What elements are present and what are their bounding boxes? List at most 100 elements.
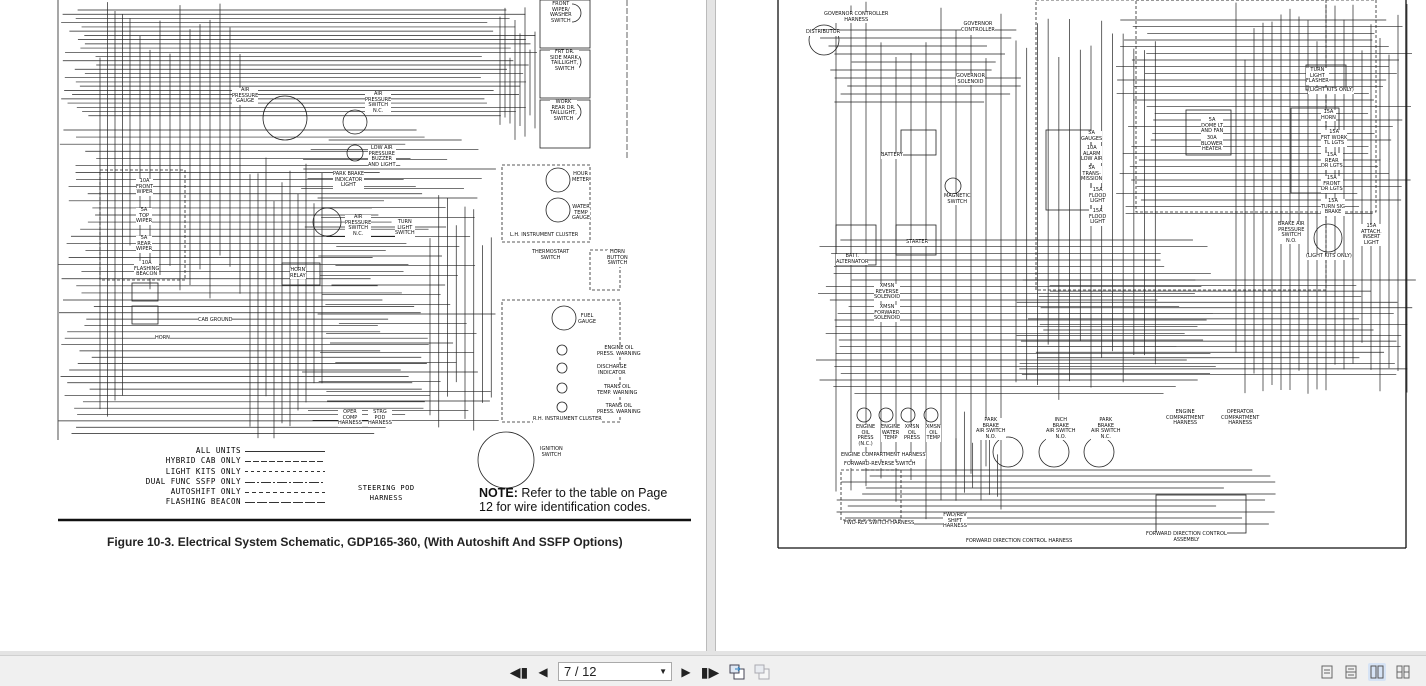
first-page-button[interactable]: ◀▮ <box>510 662 528 682</box>
component-label: LOW AIR PRESSURE BUZZER AND LIGHT <box>368 145 396 168</box>
component-label: GOVERNOR CONTROLLER HARNESS <box>824 11 889 23</box>
view-two-page-button[interactable] <box>1368 663 1386 681</box>
component-label: (LIGHT KITS ONLY) <box>1308 87 1354 94</box>
legend-item: DUAL FUNC SSFP ONLY <box>120 477 325 487</box>
component-label: PARK BRAKE AIR SWITCH N.O. <box>976 417 1006 440</box>
next-page-icon: ▶ <box>681 665 691 679</box>
component-label: FWD-REV SWITCH HARNESS <box>844 520 915 527</box>
component-label: ENGINE COMPARTMENT HARNESS <box>1166 409 1205 427</box>
component-label: 15A REAR DR LGTS <box>1321 152 1343 170</box>
page-number-value: 7 / 12 <box>564 664 597 679</box>
component-label: 10A FLASHING BEACON <box>134 260 160 278</box>
component-label: XMSN OIL TEMP <box>926 424 941 442</box>
component-label: 15A FLOOD LIGHT <box>1089 187 1107 205</box>
legend-label: FLASHING BEACON <box>165 497 241 507</box>
legend-item: FLASHING BEACON <box>120 497 325 507</box>
component-label: BRAKE AIR PRESSURE SWITCH N.O. <box>1278 221 1305 244</box>
previous-view-button[interactable] <box>727 662 747 682</box>
component-label: 5A REAR WIPER <box>136 235 153 253</box>
previous-page-button[interactable]: ◀ <box>535 662 551 682</box>
component-label: 5A GAUGES <box>1081 130 1103 142</box>
schematic-wiring-right <box>777 0 1416 549</box>
component-label: GOVERNOR SOLENOID <box>956 73 985 85</box>
legend-label: ALL UNITS <box>195 446 241 455</box>
component-label: MAGNETIC SWITCH <box>944 193 971 205</box>
component-label: FRONT WIPER/ WASHER SWITCH <box>550 1 572 24</box>
component-label: FORWARD DIRECTION CONTROL HARNESS <box>966 538 1073 545</box>
next-page-button[interactable]: ▶ <box>678 662 694 682</box>
next-view-icon <box>754 664 770 680</box>
component-label: GOVERNOR CONTROLLER <box>961 21 995 33</box>
component-label: XMSN FORWARD SOLENOID <box>874 304 901 322</box>
component-label: 5A TRANS- MISSION <box>1081 165 1103 183</box>
component-label: 30A BLOWER HEATER <box>1201 135 1223 153</box>
component-label: FORWARD-REVERSE SWITCH <box>844 461 916 468</box>
view-two-page-continuous-button[interactable] <box>1394 663 1412 681</box>
component-label: TRANS OIL PRESS. WARNING <box>597 403 641 415</box>
component-label: 10A FRONT WIPER <box>136 178 154 196</box>
legend-line-sample <box>245 481 325 483</box>
legend-line-sample <box>245 460 325 462</box>
component-label: (LIGHT KITS ONLY) <box>1306 253 1352 260</box>
component-label: HORN <box>155 335 170 342</box>
chevron-down-icon[interactable]: ▼ <box>659 667 667 676</box>
previous-page-icon: ◀ <box>538 665 548 679</box>
component-label: BATT. ALTERNATOR <box>836 253 869 265</box>
component-label: 15A FRONT DR LGTS <box>1321 175 1343 193</box>
schematic-wiring-left <box>57 0 691 522</box>
pdf-viewer-toolbar: ◀▮ ◀ 7 / 12 ▼ ▶ ▮▶ <box>0 655 1426 686</box>
component-label: 5A TOP WIPER <box>136 207 153 225</box>
component-label: BATTERY <box>881 152 903 159</box>
legend-line-sample <box>245 491 325 493</box>
component-label: WATER TEMP GAUGE <box>572 204 590 222</box>
previous-view-icon <box>729 664 745 680</box>
pdf-page-left: FRONT WIPER/ WASHER SWITCH FRT DR. SIDE M… <box>0 0 707 651</box>
first-page-icon: ◀▮ <box>509 663 529 680</box>
component-label: 5A DOME LT AND FAN <box>1201 117 1224 135</box>
component-label: STARTER <box>906 239 929 246</box>
component-label: TRANS OIL TEMP. WARNING <box>597 384 638 396</box>
component-label: TURN LIGHT FLASHER <box>1306 67 1329 85</box>
legend-item: HYBRID CAB ONLY <box>120 456 325 466</box>
component-label: TURN LIGHT SWITCH <box>395 219 415 237</box>
legend-item: AUTOSHIFT ONLY <box>120 487 325 497</box>
two-page-continuous-icon <box>1396 665 1410 679</box>
note-label: NOTE: <box>479 486 518 500</box>
component-label: CAB GROUND <box>198 317 233 324</box>
page-number-input[interactable]: 7 / 12 ▼ <box>558 662 672 681</box>
component-label: AIR PRESSURE SWITCH N.C. <box>365 91 392 114</box>
component-label: FUEL GAUGE <box>578 313 596 325</box>
two-page-icon <box>1370 665 1384 679</box>
figure-caption: Figure 10-3. Electrical System Schematic… <box>107 535 623 549</box>
component-label: INCH BRAKE AIR SWITCH N.O. <box>1046 417 1076 440</box>
component-label: OPERATOR COMPARTMENT HARNESS <box>1221 409 1260 427</box>
next-view-button[interactable] <box>752 662 772 682</box>
last-page-button[interactable]: ▮▶ <box>701 662 719 682</box>
continuous-icon <box>1345 665 1357 679</box>
component-label: XMSN REVERSE SOLENOID <box>874 283 901 301</box>
component-label: HORN BUTTON SWITCH <box>607 249 628 267</box>
legend-item: ALL UNITS <box>120 446 325 456</box>
component-label: FRT DR. SIDE MARK, TAILLIGHT, SWITCH <box>550 49 580 72</box>
legend-item: LIGHT KITS ONLY <box>120 467 325 477</box>
component-label: ENGINE OIL PRESS. WARNING <box>597 345 641 357</box>
component-label: FORWARD DIRECTION CONTROL ASSEMBLY <box>1146 531 1227 543</box>
component-label: ENGINE COMPARTMENT HARNESS <box>841 452 926 459</box>
view-single-page-button[interactable] <box>1318 663 1336 681</box>
component-label: IGNITION SWITCH <box>540 446 563 458</box>
legend-line-sample <box>245 471 325 473</box>
component-label: 15A FRT WORK TL LGTS <box>1321 129 1348 147</box>
view-continuous-button[interactable] <box>1342 663 1360 681</box>
legend-label: LIGHT KITS ONLY <box>165 466 241 476</box>
component-label: 10A ALARM LOW AIR <box>1081 145 1103 163</box>
last-page-icon: ▮▶ <box>700 663 720 680</box>
legend-line-sample <box>245 450 325 452</box>
component-label: DISCHARGE INDICATOR <box>597 364 627 376</box>
wire-code-note: NOTE: Refer to the table on Page 12 for … <box>479 486 679 514</box>
component-label: WORK REAR DR. TAILLIGHT, SWITCH <box>550 99 577 122</box>
legend-label: HYBRID CAB ONLY <box>165 456 241 466</box>
component-label: 15A FLOOD LIGHT <box>1089 208 1107 226</box>
component-label: FWD/REV SHIFT HARNESS <box>943 512 967 530</box>
legend-label: AUTOSHIFT ONLY <box>170 487 241 497</box>
component-label: 15A ATTACH. INSERT LIGHT <box>1361 223 1382 246</box>
